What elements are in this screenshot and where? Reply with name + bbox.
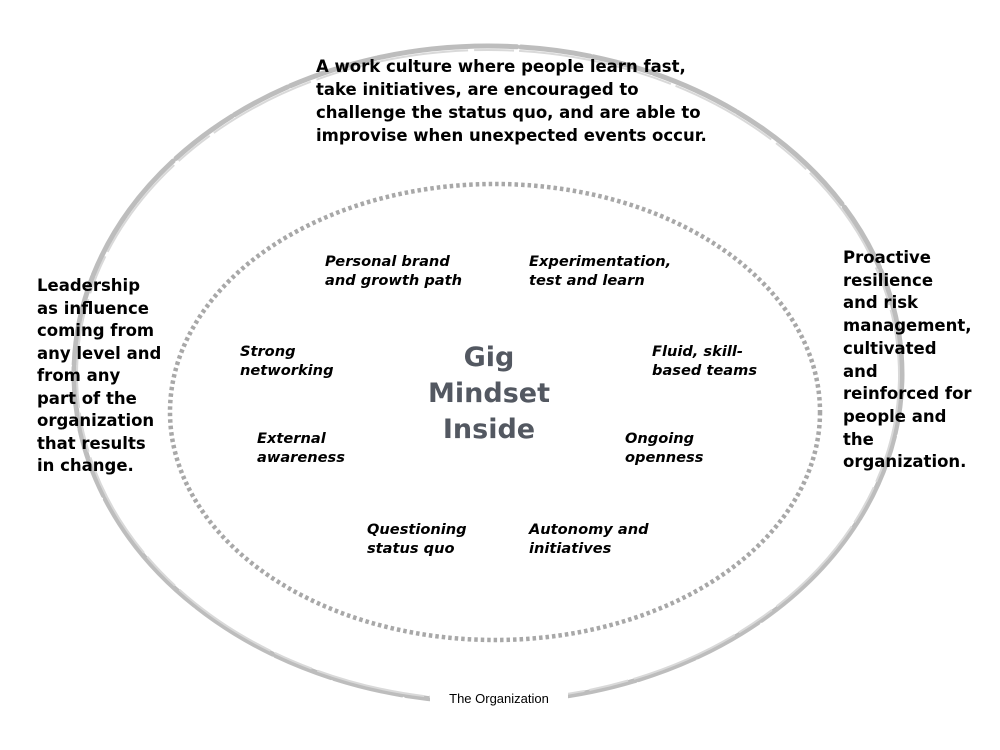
- trait-experimentation: Experimentation, test and learn: [529, 253, 672, 289]
- resilience-description: Proactive resilience and risk management…: [843, 248, 972, 472]
- gig-mindset-title: Gig Mindset Inside: [428, 342, 550, 445]
- trait-questioning-status-quo: Questioning status quo: [367, 521, 467, 557]
- trait-external-awareness: External awareness: [257, 430, 345, 466]
- inner-mindset-ring: [167, 181, 823, 643]
- trait-strong-networking: Strong networking: [240, 343, 334, 379]
- work-culture-description: A work culture where people learn fast, …: [316, 57, 707, 145]
- trait-ongoing-openness: Ongoing openness: [625, 430, 704, 466]
- trait-fluid-teams: Fluid, skill- based teams: [652, 343, 758, 379]
- trait-autonomy: Autonomy and initiatives: [529, 521, 649, 557]
- leadership-description: Leadership as influence coming from any …: [37, 276, 162, 475]
- organization-label: The Organization: [430, 690, 568, 708]
- trait-personal-brand: Personal brand and growth path: [325, 253, 463, 289]
